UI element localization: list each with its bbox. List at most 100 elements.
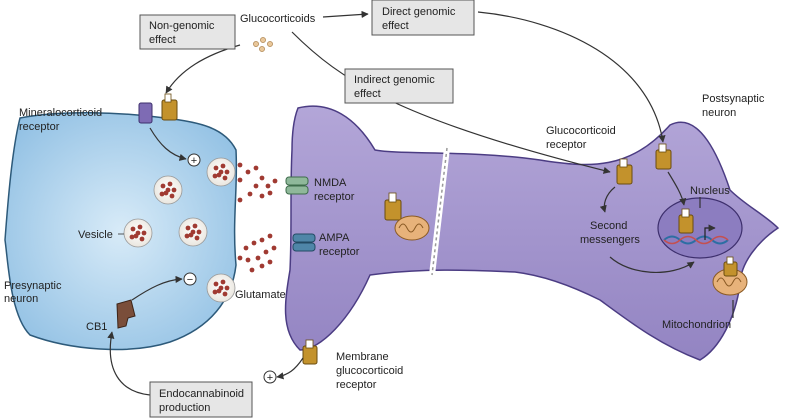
vesicle-dot xyxy=(224,169,230,175)
svg-text:effect: effect xyxy=(149,34,176,46)
dendrite-mitochondrion xyxy=(394,215,430,241)
glutamate-dot xyxy=(253,165,259,171)
vesicle-dot xyxy=(192,223,198,229)
label-second-messengers-2: messengers xyxy=(580,234,640,246)
vesicle-dot xyxy=(167,181,173,187)
vesicle-dot xyxy=(171,187,177,193)
glutamate-dot xyxy=(259,237,265,243)
arrow-direct-genomic-to-receptor xyxy=(477,11,666,143)
vesicle-dot xyxy=(141,230,147,236)
svg-text:effect: effect xyxy=(382,20,409,32)
box-direct-genomic-effect: Direct genomic effect xyxy=(371,0,475,36)
glutamate-molecules xyxy=(237,162,278,273)
vesicle-dot xyxy=(213,281,219,287)
vesicle-dot xyxy=(137,224,143,230)
arrow-second-messengers-to-nucleus xyxy=(609,256,695,273)
vesicle-dot xyxy=(139,236,145,242)
label-postsynaptic-neuron: Postsynaptic xyxy=(702,93,765,105)
svg-text:Direct genomic: Direct genomic xyxy=(382,6,456,18)
postsynaptic-cytoplasmic-receptor xyxy=(655,143,672,170)
label-glutamate: Glutamate xyxy=(235,289,286,301)
vesicle-dot xyxy=(220,279,226,285)
arrow-membrane-to-plus xyxy=(276,357,304,380)
arrow-cb1-to-minus xyxy=(131,275,183,301)
glutamate-dot xyxy=(247,191,253,197)
box-indirect-genomic-effect: Indirect genomic effect xyxy=(344,68,454,104)
vesicle-dot xyxy=(160,183,166,189)
mineralocorticoid-receptor xyxy=(138,102,153,124)
postsynaptic-neuron-body xyxy=(284,105,780,361)
label-nmda-receptor-2: receptor xyxy=(314,191,355,203)
presynaptic-glucocorticoid-receptor xyxy=(161,93,178,121)
glutamate-dot xyxy=(263,249,269,255)
svg-text:Indirect genomic: Indirect genomic xyxy=(354,74,435,86)
glutamate-dot xyxy=(237,177,243,183)
svg-text:Non-genomic: Non-genomic xyxy=(149,20,215,32)
label-glucocorticoid-receptor: Glucocorticoid xyxy=(546,125,616,137)
glutamate-dot xyxy=(249,267,255,273)
arrow-receptor-to-second-messengers xyxy=(599,186,616,213)
box-endocannabinoid-production: Endocannabinoid production xyxy=(149,381,253,418)
glutamate-dot xyxy=(265,183,271,189)
label-nucleus: Nucleus xyxy=(690,185,730,197)
glutamate-dot xyxy=(272,178,278,184)
vesicle-dot xyxy=(220,163,226,169)
vesicle-dot xyxy=(196,229,202,235)
glutamate-dot xyxy=(271,245,277,251)
label-membrane-glucocorticoid-receptor: Membrane xyxy=(336,351,389,363)
minus-sign-presynaptic: − xyxy=(183,272,197,286)
svg-text:production: production xyxy=(159,402,210,414)
vesicle-contents xyxy=(129,163,230,297)
vesicle-dot xyxy=(165,187,171,193)
vesicle-dot xyxy=(169,193,175,199)
glucocorticoid-molecules xyxy=(253,37,273,52)
vesicle-dot xyxy=(218,169,224,175)
vesicle-dot xyxy=(213,165,219,171)
vesicle-dot xyxy=(224,285,230,291)
glutamate-dot xyxy=(267,190,273,196)
arrow-non-genomic xyxy=(165,44,241,94)
label-membrane-glucocorticoid-receptor-3: receptor xyxy=(336,379,377,391)
glutamate-dot xyxy=(255,255,261,261)
glutamate-dot xyxy=(259,263,265,269)
vesicle-dot xyxy=(212,289,218,295)
glutamate-dot xyxy=(245,169,251,175)
label-mitochondrion: Mitochondrion xyxy=(662,319,731,331)
vesicle-dot xyxy=(194,235,200,241)
svg-text:Endocannabinoid: Endocannabinoid xyxy=(159,388,244,400)
axon-break-mark xyxy=(429,147,450,276)
glutamate-dot xyxy=(267,233,273,239)
label-membrane-glucocorticoid-receptor-2: glucocorticoid xyxy=(336,365,403,377)
svg-text:effect: effect xyxy=(354,88,381,100)
vesicle-dot xyxy=(130,226,136,232)
vesicle-dot xyxy=(135,230,141,236)
label-nmda-receptor: NMDA xyxy=(314,177,347,189)
label-mineralocorticoid-receptor: Mineralocorticoid xyxy=(19,107,102,119)
membrane-glucocorticoid-receptor xyxy=(302,339,318,365)
arrow-endocannabinoid-to-cb1 xyxy=(107,331,151,396)
label-mineralocorticoid-receptor-2: receptor xyxy=(19,121,60,133)
glutamate-dot xyxy=(259,175,265,181)
vesicle-dot xyxy=(212,173,218,179)
svg-text:−: − xyxy=(187,274,193,286)
label-postsynaptic-neuron-2: neuron xyxy=(702,107,736,119)
glutamate-dot xyxy=(237,162,243,168)
vesicle-dot xyxy=(222,175,228,181)
vesicle-dot xyxy=(185,225,191,231)
label-ampa-receptor-2: receptor xyxy=(319,246,360,258)
label-glucocorticoids: Glucocorticoids xyxy=(240,13,316,25)
arrow-receptor-to-nucleus xyxy=(667,171,687,206)
vesicle-dot xyxy=(190,229,196,235)
glutamate-dot xyxy=(251,240,257,246)
arrow-to-direct-genomic xyxy=(322,10,369,19)
label-vesicle: Vesicle xyxy=(78,229,113,241)
postsynaptic-membrane-receptor xyxy=(616,158,633,185)
dendrite-glucocorticoid-receptor xyxy=(384,192,402,221)
vesicle-dot xyxy=(159,191,165,197)
vesicle-dot xyxy=(184,233,190,239)
glutamate-dot xyxy=(253,183,259,189)
nuclear-receptor xyxy=(678,208,694,234)
svg-text:+: + xyxy=(267,372,273,384)
label-presynaptic-neuron-2: neuron xyxy=(4,293,38,305)
